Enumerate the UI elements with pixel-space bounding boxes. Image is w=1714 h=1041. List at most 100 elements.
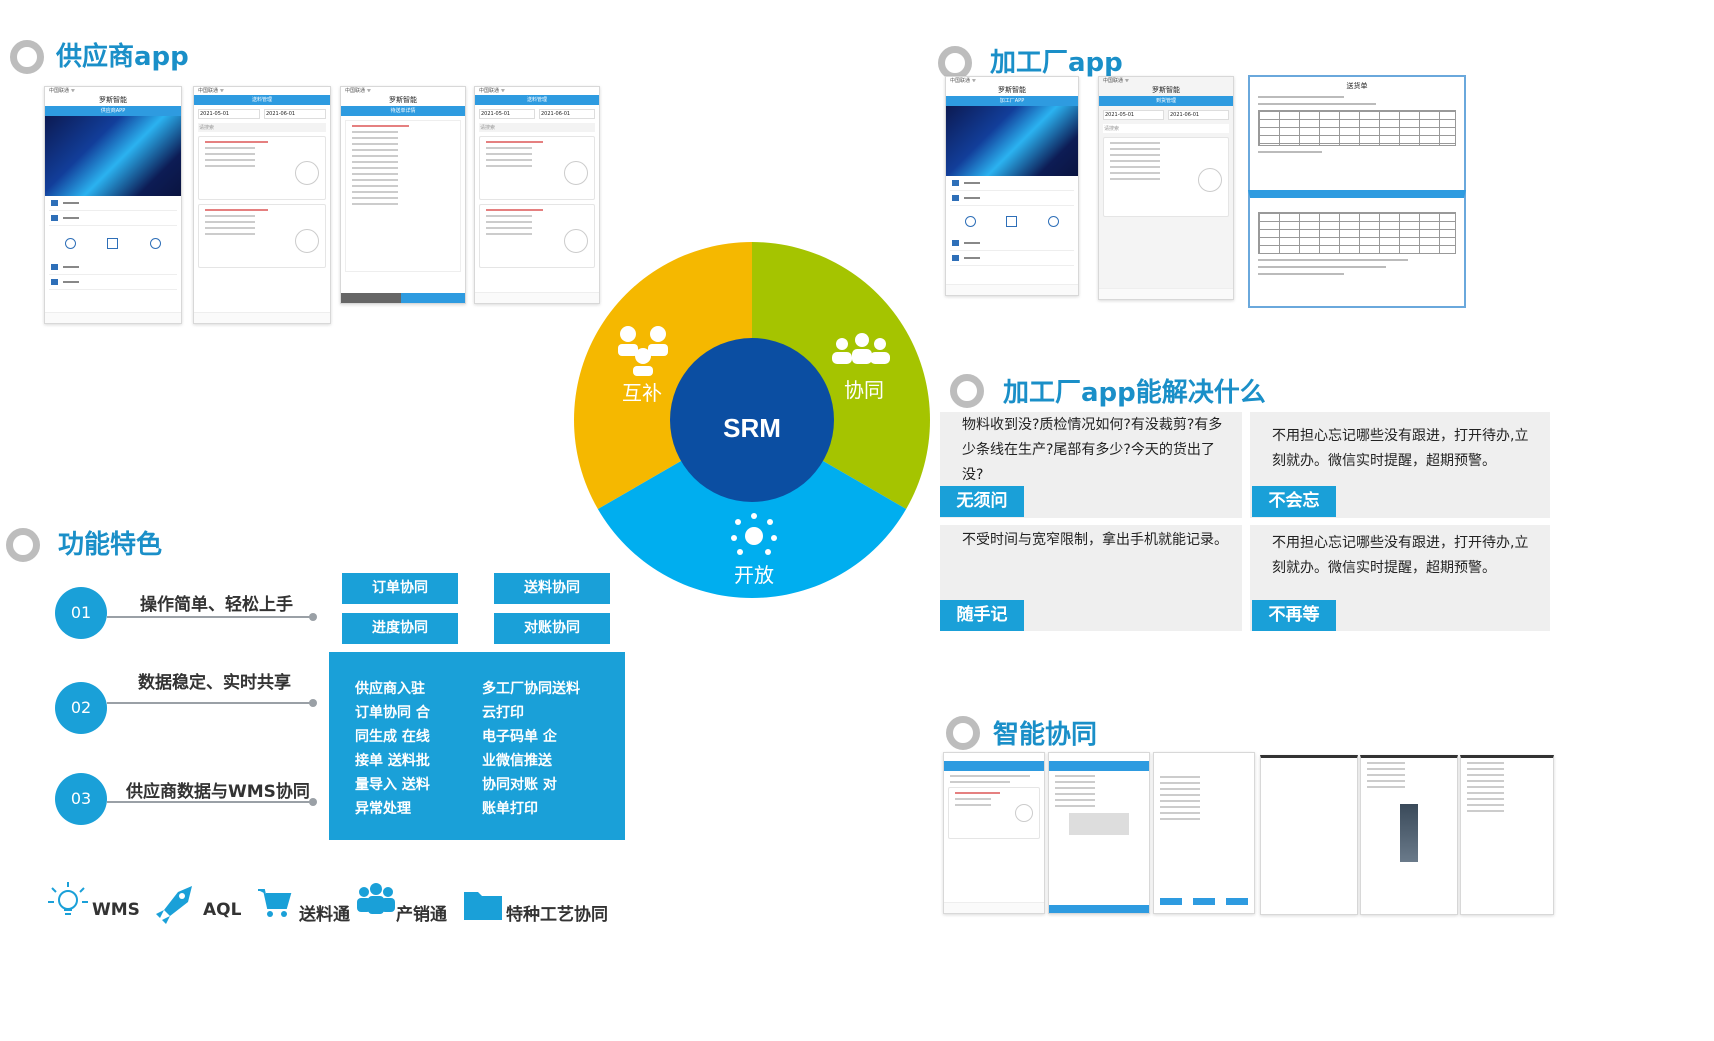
detail-item: 异常处理 <box>355 801 411 817</box>
cart-icon <box>258 889 292 917</box>
feature-label: 供应商数据与WMS协同 <box>126 782 310 802</box>
menu-row[interactable] <box>49 260 177 275</box>
section-title-smart-collab: 智能协同 <box>993 720 1098 750</box>
section-bullet-icon <box>950 374 984 408</box>
phone-title: 罗斯智能 <box>99 96 127 104</box>
date-range[interactable]: 2021-05-01 2021-06-01 <box>479 109 595 119</box>
section-title-factory-solves: 加工厂app能解决什么 <box>1003 378 1266 408</box>
doc-table <box>1261 826 1357 886</box>
detail-item: 订单协同 合 <box>355 705 430 721</box>
menu-row[interactable] <box>950 236 1074 251</box>
smart-tablet-screen <box>1460 755 1554 915</box>
supplier-phone-home: 中国联通 ᯤ 罗斯智能 供应商APP <box>44 86 182 324</box>
date-from[interactable]: 2021-05-01 <box>479 109 535 119</box>
section-bullet-icon <box>10 40 44 74</box>
feature-connector-dot <box>309 699 317 707</box>
srm-center-label: SRM <box>723 413 781 443</box>
detail-item: 多工厂协同送料 <box>482 681 580 697</box>
feature-number-badge: 01 <box>55 587 107 639</box>
detail-item: 供应商入驻 <box>355 681 425 697</box>
search-input[interactable]: 请搜索 <box>1103 124 1229 133</box>
section-bullet-icon <box>6 528 40 562</box>
date-range[interactable]: 2021-05-01 2021-06-01 <box>1103 110 1229 120</box>
people-icon <box>357 883 395 914</box>
feature-connector <box>107 801 313 803</box>
supplier-phone-delivery-2: 中国联通 ᯤ 送料管理 2021-05-01 2021-06-01 请搜索 <box>474 86 600 304</box>
solve-text: 不用担心忘记哪些没有跟进，打开待办,立刻就办。微信实时提醒，超期预警。 <box>1272 428 1529 469</box>
phone-title: 罗斯智能 <box>998 86 1026 94</box>
doc-table <box>1258 110 1456 146</box>
delivery-collab-button[interactable]: 送料协同 <box>494 573 610 604</box>
phone-nav <box>1099 288 1233 299</box>
date-range[interactable]: 2021-05-01 2021-06-01 <box>198 109 326 119</box>
phone-subtitle: 待送单详情 <box>341 106 465 116</box>
detail-item: 账单打印 <box>482 801 538 817</box>
detail-item: 同生成 在线 <box>355 729 430 745</box>
list-item[interactable] <box>198 204 326 268</box>
menu-row[interactable] <box>49 275 177 290</box>
list-item[interactable] <box>1103 137 1229 217</box>
section-title-factory-app: 加工厂app <box>990 48 1123 78</box>
date-from[interactable]: 2021-05-01 <box>1103 110 1164 120</box>
solve-text: 不用担心忘记哪些没有跟进，打开待办,立刻就办。微信实时提醒，超期预警。 <box>1272 535 1529 576</box>
detail-item: 量导入 送料 <box>355 777 430 793</box>
phone-nav <box>194 312 330 323</box>
stamp-icon <box>564 229 588 253</box>
group-icon <box>832 333 890 364</box>
bottom-label-special-process: 特种工艺协同 <box>506 905 608 925</box>
menu-row[interactable] <box>49 211 177 226</box>
confirm-button[interactable] <box>401 293 465 303</box>
date-to[interactable]: 2021-06-01 <box>539 109 595 119</box>
phone-nav <box>946 284 1078 295</box>
menu-row[interactable] <box>49 196 177 211</box>
date-to[interactable]: 2021-06-01 <box>264 109 326 119</box>
phone-title: 送料管理 <box>194 95 330 105</box>
quick-icons <box>950 208 1074 234</box>
solve-text: 不受时间与宽窄限制，拿出手机就能记录。 <box>962 532 1228 548</box>
doc-icon[interactable] <box>107 237 119 249</box>
hero-banner <box>45 116 181 196</box>
menu-row[interactable] <box>950 251 1074 266</box>
progress-collab-button[interactable]: 进度协同 <box>342 613 458 644</box>
solve-tag: 不再等 <box>1252 600 1336 631</box>
feature-number-badge: 02 <box>55 682 107 734</box>
reconcile-collab-button[interactable]: 对账协同 <box>494 613 610 644</box>
menu-row[interactable] <box>950 176 1074 191</box>
clock-icon[interactable] <box>1047 215 1059 227</box>
search-input[interactable]: 请搜索 <box>479 123 595 132</box>
srm-segment-label-collab: 协同 <box>844 378 884 402</box>
doc-icon[interactable] <box>1006 215 1018 227</box>
clock-icon[interactable] <box>64 237 76 249</box>
solve-tag: 不会忘 <box>1252 486 1336 517</box>
menu-row[interactable] <box>950 191 1074 206</box>
smart-tablet-screen <box>1360 755 1458 915</box>
clock-icon[interactable] <box>965 215 977 227</box>
order-collab-button[interactable]: 订单协同 <box>342 573 458 604</box>
phone-title: 罗斯智能 <box>389 96 417 104</box>
section-bullet-icon <box>938 46 972 80</box>
detail-item: 协同对账 对 <box>482 777 557 793</box>
quick-icons <box>49 228 177 258</box>
clock-icon[interactable] <box>150 237 162 249</box>
supplier-phone-detail: 中国联通 ᯤ 罗斯智能 待送单详情 <box>340 86 466 304</box>
feature-connector-dot <box>309 613 317 621</box>
list-item[interactable] <box>198 136 326 200</box>
team-icon <box>618 326 668 376</box>
bottom-label-aql: AQL <box>203 900 242 920</box>
srm-segment-label-complement: 互补 <box>622 381 662 405</box>
phone-nav <box>475 292 599 303</box>
phone-subtitle: 加工厂APP <box>946 96 1078 106</box>
date-from[interactable]: 2021-05-01 <box>198 109 260 119</box>
factory-phone-arrival: 中国联通 ᯤ 罗斯智能 到货管理 2021-05-01 2021-06-01 请… <box>1098 76 1234 300</box>
doc-table <box>1258 212 1456 254</box>
stamp-icon <box>1198 168 1222 192</box>
date-to[interactable]: 2021-06-01 <box>1168 110 1229 120</box>
list-item[interactable] <box>479 204 595 268</box>
search-input[interactable]: 请搜索 <box>198 123 326 132</box>
section-bullet-icon <box>946 716 980 750</box>
folder-icon <box>464 892 502 920</box>
feature-connector <box>107 616 313 618</box>
phone-title: 罗斯智能 <box>1152 86 1180 94</box>
back-button[interactable] <box>341 293 401 303</box>
list-item[interactable] <box>479 136 595 200</box>
